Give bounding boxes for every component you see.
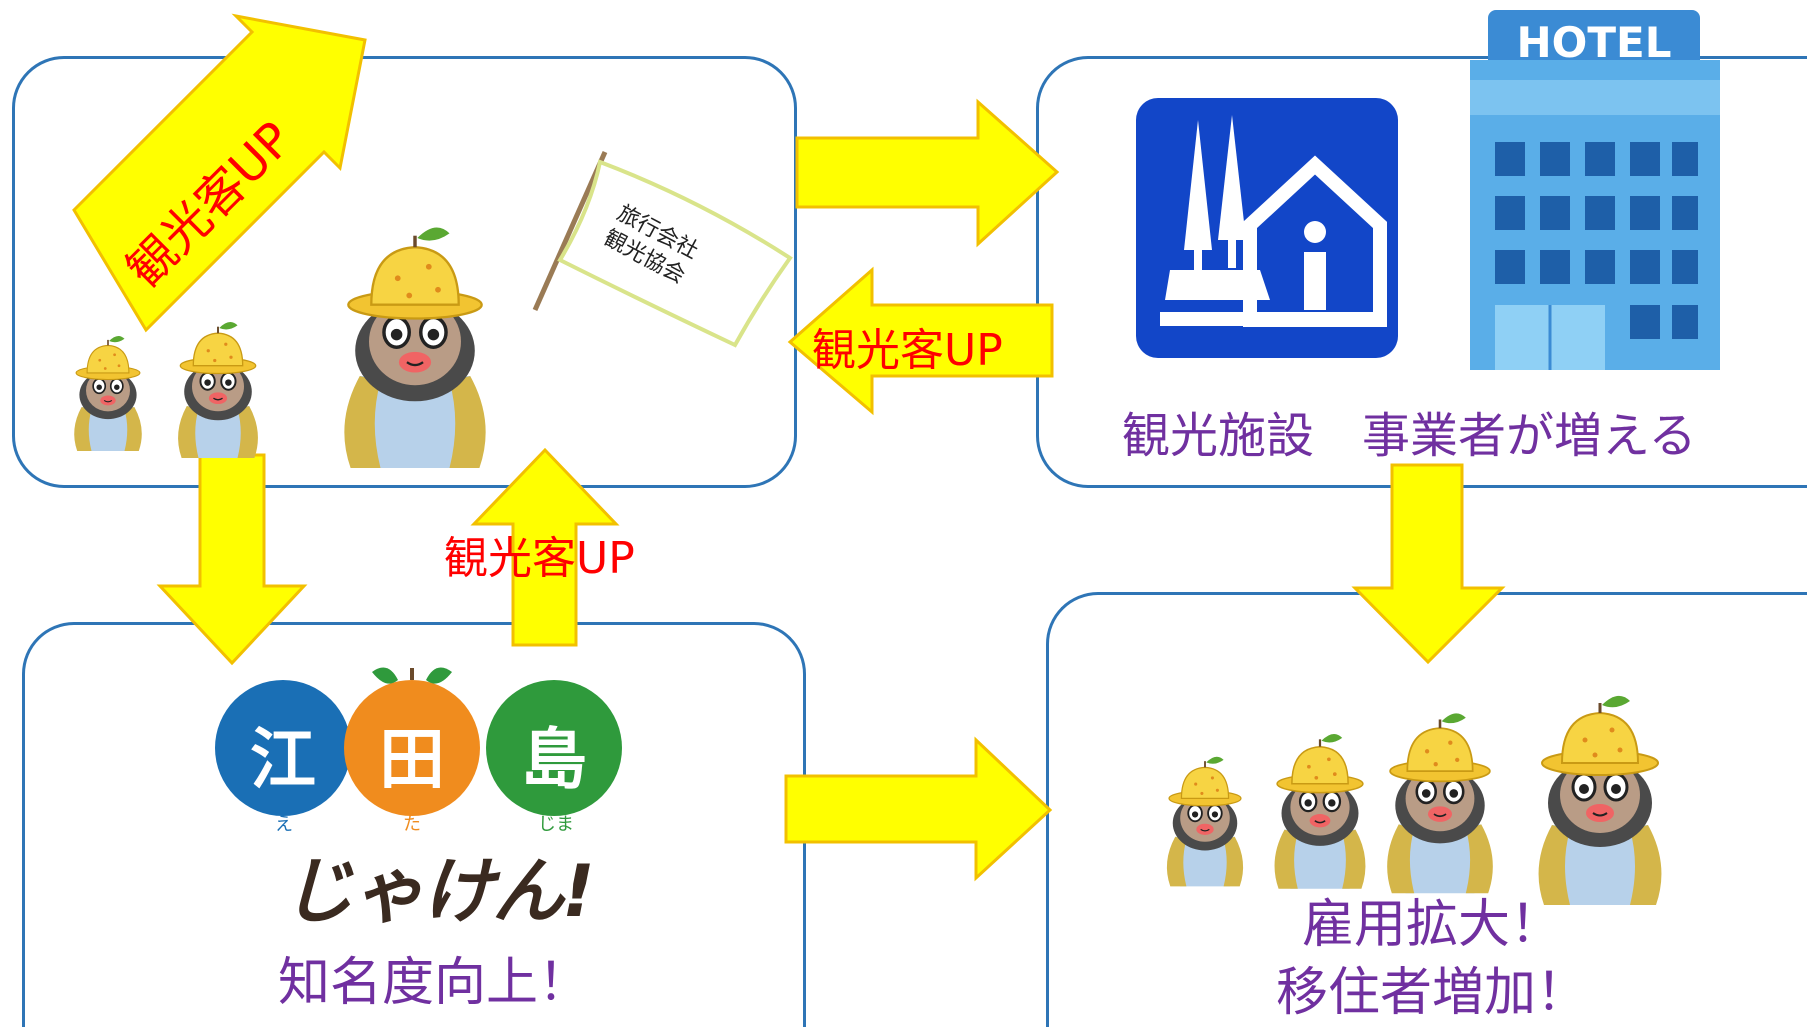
logo-tagline: じゃけん!	[282, 849, 595, 933]
caption-recognition: 知名度向上！	[278, 953, 591, 1013]
arrow-left	[787, 266, 1054, 416]
tourist-info-sign	[1136, 98, 1398, 358]
label-tourists-up-left-arrow: 観光客UP	[812, 325, 1003, 376]
label-tourists-up-up-arrow: 観光客UP	[444, 533, 635, 584]
hotel-sign: HOTEL	[1516, 18, 1672, 67]
arrow-up	[470, 447, 620, 647]
hotel-building	[1470, 10, 1720, 370]
caption-migration: 移住者増加！	[1276, 963, 1589, 1023]
caption-employment: 雇用拡大！	[1302, 895, 1563, 955]
etajima-logo	[215, 667, 622, 816]
mascot-group-small	[73, 321, 259, 459]
mascot-group-growing	[1165, 694, 1663, 907]
arrow-down-left	[156, 453, 308, 666]
arrow-up-right	[72, 13, 367, 333]
flag	[557, 159, 793, 348]
arrow-right-bottom	[784, 736, 1053, 882]
arrow-down-right	[1351, 463, 1506, 665]
caption-facilities: 観光施設 事業者が増える	[1122, 408, 1697, 464]
logo-ruby-ta: た	[403, 814, 421, 835]
logo-ruby-e: え	[275, 814, 293, 835]
arrow-right-top	[795, 98, 1060, 248]
mascot-large	[342, 225, 488, 470]
flag-pole	[532, 150, 608, 312]
logo-ruby-jima: じま	[538, 814, 574, 835]
logo-kanji-e: 江	[250, 721, 316, 798]
logo-kanji-shima: 島	[521, 721, 587, 798]
logo-kanji-ta: 田	[379, 721, 445, 798]
